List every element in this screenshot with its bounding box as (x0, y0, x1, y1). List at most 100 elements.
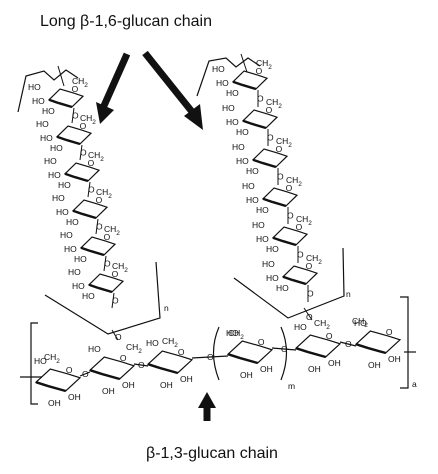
ch2-label: CH2 (228, 328, 244, 341)
ch2-label: CH2 (80, 113, 96, 126)
hydroxyl-label: HO (68, 267, 81, 277)
left-beta-1-6-side-chain: OHOHOHOCH2OOHOHOHOCH2OOHOHOHOCH2OOHOHOHO… (28, 76, 128, 309)
ch2-label: CH2 (306, 253, 322, 266)
ch2-label: CH2 (162, 336, 178, 349)
hydroxyl-label: HO (216, 78, 229, 88)
ring-oxygen-label: O (326, 331, 333, 341)
hydroxyl-label: OH (260, 364, 273, 374)
linkage-oxygen-label: O (207, 352, 214, 362)
ch2-label: CH2 (126, 342, 142, 355)
outer-right-bracket (400, 296, 409, 389)
hydroxyl-label: OH (368, 360, 381, 370)
linkage-oxygen-label: O (297, 250, 304, 260)
long-beta-1-6-glucan-caption: Long β-1,6-glucan chain (40, 13, 212, 30)
hydroxyl-label: HO (266, 273, 279, 283)
ch2-label: CH2 (276, 136, 292, 149)
hydroxyl-label: HO (226, 328, 239, 338)
hydroxyl-label: HO (60, 230, 73, 240)
ring-oxygen-label: O (266, 105, 273, 115)
linkage-oxygen-label: O (72, 111, 79, 121)
hydroxyl-label: HO (256, 234, 269, 244)
linkage-oxygen-label: O (138, 360, 145, 370)
linkage-oxygen-label: O (115, 332, 122, 342)
linkage-oxygen-label: O (267, 133, 274, 143)
hydroxyl-label: OH (388, 354, 401, 364)
linkage-oxygen-label: O (306, 312, 313, 322)
beta-1-3-glucan-caption: β-1,3-glucan chain (146, 445, 278, 462)
hydroxyl-label: HO (236, 127, 249, 137)
linkage-oxygen-label: O (287, 211, 294, 221)
hydroxyl-label: HO (48, 170, 61, 180)
linkage-oxygen-label: O (82, 369, 89, 379)
hydroxyl-label: HO (66, 217, 79, 227)
linkage-oxygen-label: O (80, 148, 87, 158)
hydroxyl-label: OH (240, 370, 253, 380)
linkage-oxygen-label: O (96, 222, 103, 232)
ch2-label: CH2 (104, 224, 120, 237)
hydroxyl-label: HO (276, 283, 289, 293)
linkage-oxygen-label: O (257, 94, 264, 104)
ring-oxygen-label: O (88, 158, 95, 168)
hydroxyl-label: OH (122, 380, 135, 390)
hydroxyl-label: HO (262, 259, 275, 269)
linkage-oxygen-label: O (307, 289, 314, 299)
hydroxyl-label: HO (32, 96, 45, 106)
ring-oxygen-label: O (96, 195, 103, 205)
ring-oxygen-label: O (80, 121, 87, 131)
right-repeat-bracket (233, 247, 345, 319)
ring-oxygen-label: O (120, 353, 127, 363)
ring-oxygen-label: O (306, 261, 313, 271)
ch2-label: CH2 (352, 316, 368, 329)
ch2-label: CH2 (296, 214, 312, 227)
ch2-label: CH2 (44, 352, 60, 365)
linkage-oxygen-label: O (104, 259, 111, 269)
hydroxyl-label: HO (88, 344, 101, 354)
beta-1-3-backbone: OOHOHHOOOOHOHHOOOOHOHHOOOOHOHHOOOOHOHHOO… (34, 307, 402, 408)
hydroxyl-label: OH (68, 392, 81, 402)
ch2-label: CH2 (266, 97, 282, 110)
linkage-oxygen-label: O (277, 172, 284, 182)
ch2-label: CH2 (314, 318, 330, 331)
hydroxyl-label: HO (28, 82, 41, 92)
ring-oxygen-label: O (112, 269, 119, 279)
right-chain-tail (196, 57, 261, 97)
hydroxyl-label: OH (328, 358, 341, 368)
hydroxyl-label: HO (226, 117, 239, 127)
hydroxyl-label: OH (308, 364, 321, 374)
hydroxyl-label: HO (56, 207, 69, 217)
hydroxyl-label: HO (34, 356, 47, 366)
hydroxyl-label: OH (180, 374, 193, 384)
hydroxyl-label: HO (36, 119, 49, 129)
ch2-label: CH2 (72, 76, 88, 89)
ring-oxygen-label: O (256, 66, 263, 76)
hydroxyl-label: HO (74, 254, 87, 264)
hydroxyl-label: HO (294, 322, 307, 332)
arrow-backbone (198, 392, 216, 421)
hydroxyl-label: HO (246, 195, 259, 205)
hydroxyl-label: HO (212, 64, 225, 74)
hydroxyl-label: HO (40, 133, 53, 143)
hydroxyl-label: HO (44, 156, 57, 166)
hydroxyl-label: HO (354, 318, 367, 328)
hydroxyl-label: HO (58, 180, 71, 190)
left-repeat-n: n (164, 303, 169, 313)
right-beta-1-6-side-chain: OHOHOHOCH2OOHOHOHOCH2OOHOHOHOCH2OOHOHOHO… (212, 58, 322, 302)
linkage-oxygen-label: O (345, 339, 352, 349)
linkage-oxygen-label: O (112, 296, 119, 306)
ring-oxygen-label: O (258, 337, 265, 347)
ch2-label: CH2 (286, 175, 302, 188)
